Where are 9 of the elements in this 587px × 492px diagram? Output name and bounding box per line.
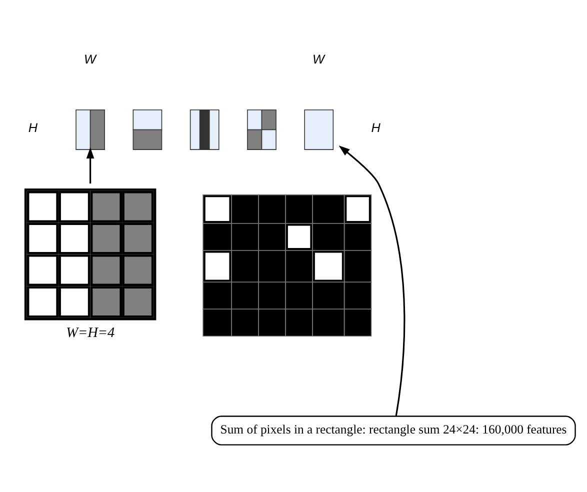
- node-picture: [24, 188, 156, 320]
- arrow: [86, 147, 94, 184]
- label: W: [312, 52, 325, 67]
- node-label: W=H=4: [66, 325, 115, 342]
- label: H: [28, 120, 38, 135]
- label: H: [371, 120, 380, 135]
- node-box: Sum of pixels in a rectangle: rectangle sum 24×24: 160,000 features: [211, 416, 576, 446]
- label: W: [84, 52, 96, 67]
- arrow: [338, 145, 406, 416]
